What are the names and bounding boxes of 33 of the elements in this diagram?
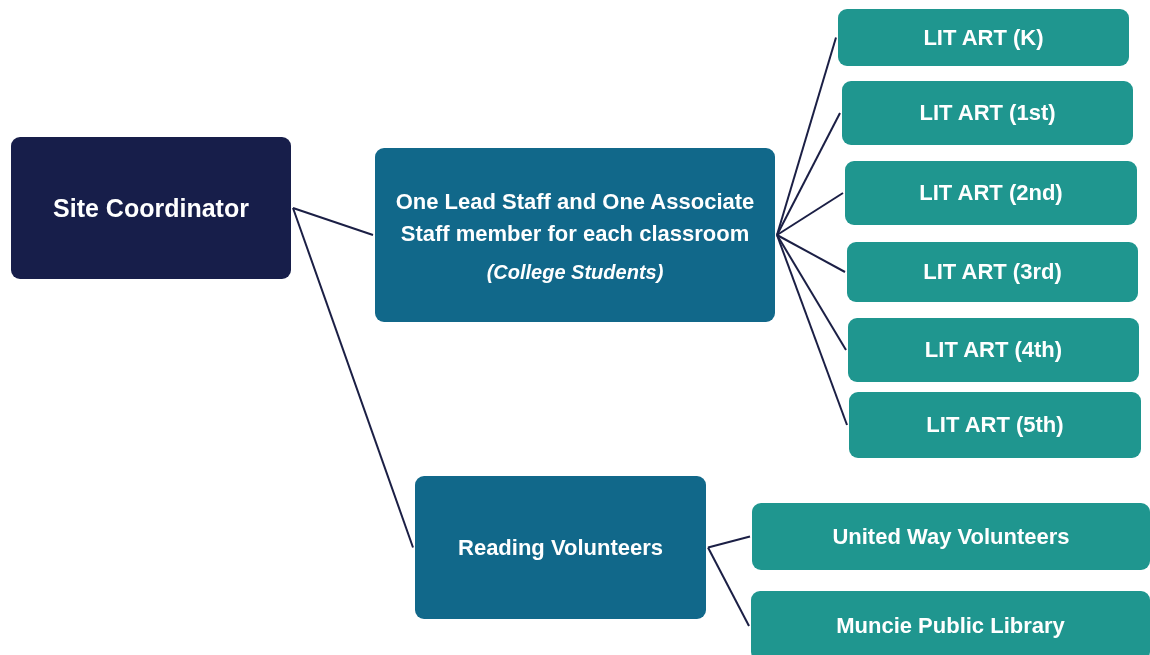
program-box <box>751 591 1150 655</box>
connector-line <box>776 112 841 236</box>
program-box <box>848 318 1139 382</box>
staff-group-box <box>375 148 775 322</box>
box-title: United Way Volunteers <box>832 523 1070 550</box>
box-title: Reading Volunteers <box>458 534 663 561</box>
connector-line <box>776 192 844 236</box>
connector-line <box>707 546 750 627</box>
connector-line <box>292 207 414 549</box>
program-box <box>838 9 1129 66</box>
program-box <box>849 392 1141 458</box>
box-title: LIT ART (4th) <box>924 337 1063 363</box>
box-title: LIT ART (1st) <box>919 100 1056 126</box>
connector-line <box>776 234 848 426</box>
program-box <box>845 161 1137 225</box>
connector-line <box>776 234 847 351</box>
staff-group-box <box>415 476 706 619</box>
connector-line <box>707 535 751 549</box>
box-title: LIT ART (5th) <box>926 412 1064 438</box>
box-title: LIT ART (3rd) <box>923 259 1062 285</box>
connector-line <box>776 234 846 273</box>
connector-line <box>292 207 374 236</box>
box-title: Muncie Public Library <box>836 613 1065 639</box>
box-title: LIT ART (2nd) <box>919 180 1063 206</box>
box-title: Site Coordinator <box>53 193 249 223</box>
box-note: (College Students) <box>486 261 664 285</box>
coordinator-box <box>11 137 291 279</box>
program-box <box>842 81 1133 145</box>
program-box <box>847 242 1138 302</box>
box-title: LIT ART (K) <box>923 24 1044 51</box>
box-title: One Lead Staff and One Associate Staff member for each classroom <box>394 187 756 248</box>
program-box <box>752 503 1150 570</box>
connector-line <box>776 36 837 236</box>
